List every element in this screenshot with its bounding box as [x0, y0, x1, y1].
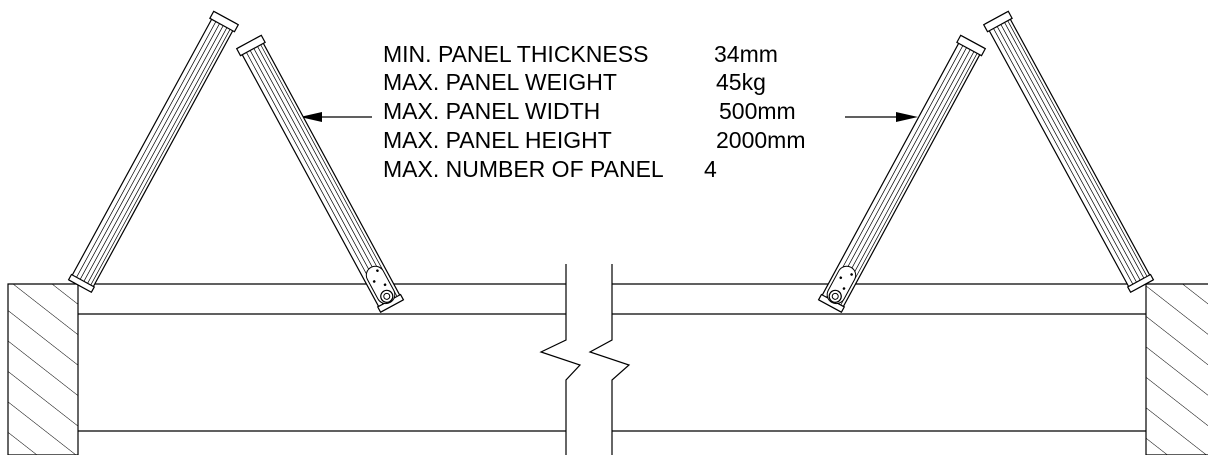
spec-label-thickness: MIN. PANEL THICKNESS	[383, 41, 649, 67]
spec-value-weight: 45kg	[716, 69, 766, 95]
panel-left-outer	[68, 11, 239, 292]
spec-label-number: MAX. NUMBER OF PANEL	[383, 156, 664, 182]
left-wall	[8, 284, 78, 455]
spec-label-width: MAX. PANEL WIDTH	[383, 98, 601, 124]
spec-value-width: 500mm	[719, 98, 796, 124]
spec-label-weight: MAX. PANEL WEIGHT	[383, 69, 617, 95]
spec-value-thickness: 34mm	[714, 41, 778, 67]
spec-value-number: 4	[704, 156, 717, 182]
leader-arrow-right	[845, 112, 918, 122]
spec-label-height: MAX. PANEL HEIGHT	[383, 127, 612, 153]
panels-group	[68, 11, 1155, 312]
leader-arrow-left	[300, 112, 372, 122]
panel-left-inner	[237, 35, 405, 312]
panel-right-outer	[984, 11, 1155, 292]
spec-value-height: 2000mm	[716, 127, 806, 153]
break-symbol	[541, 264, 629, 455]
panel-right-inner	[818, 35, 986, 312]
track-lines	[78, 284, 1146, 431]
right-wall	[1146, 284, 1208, 455]
